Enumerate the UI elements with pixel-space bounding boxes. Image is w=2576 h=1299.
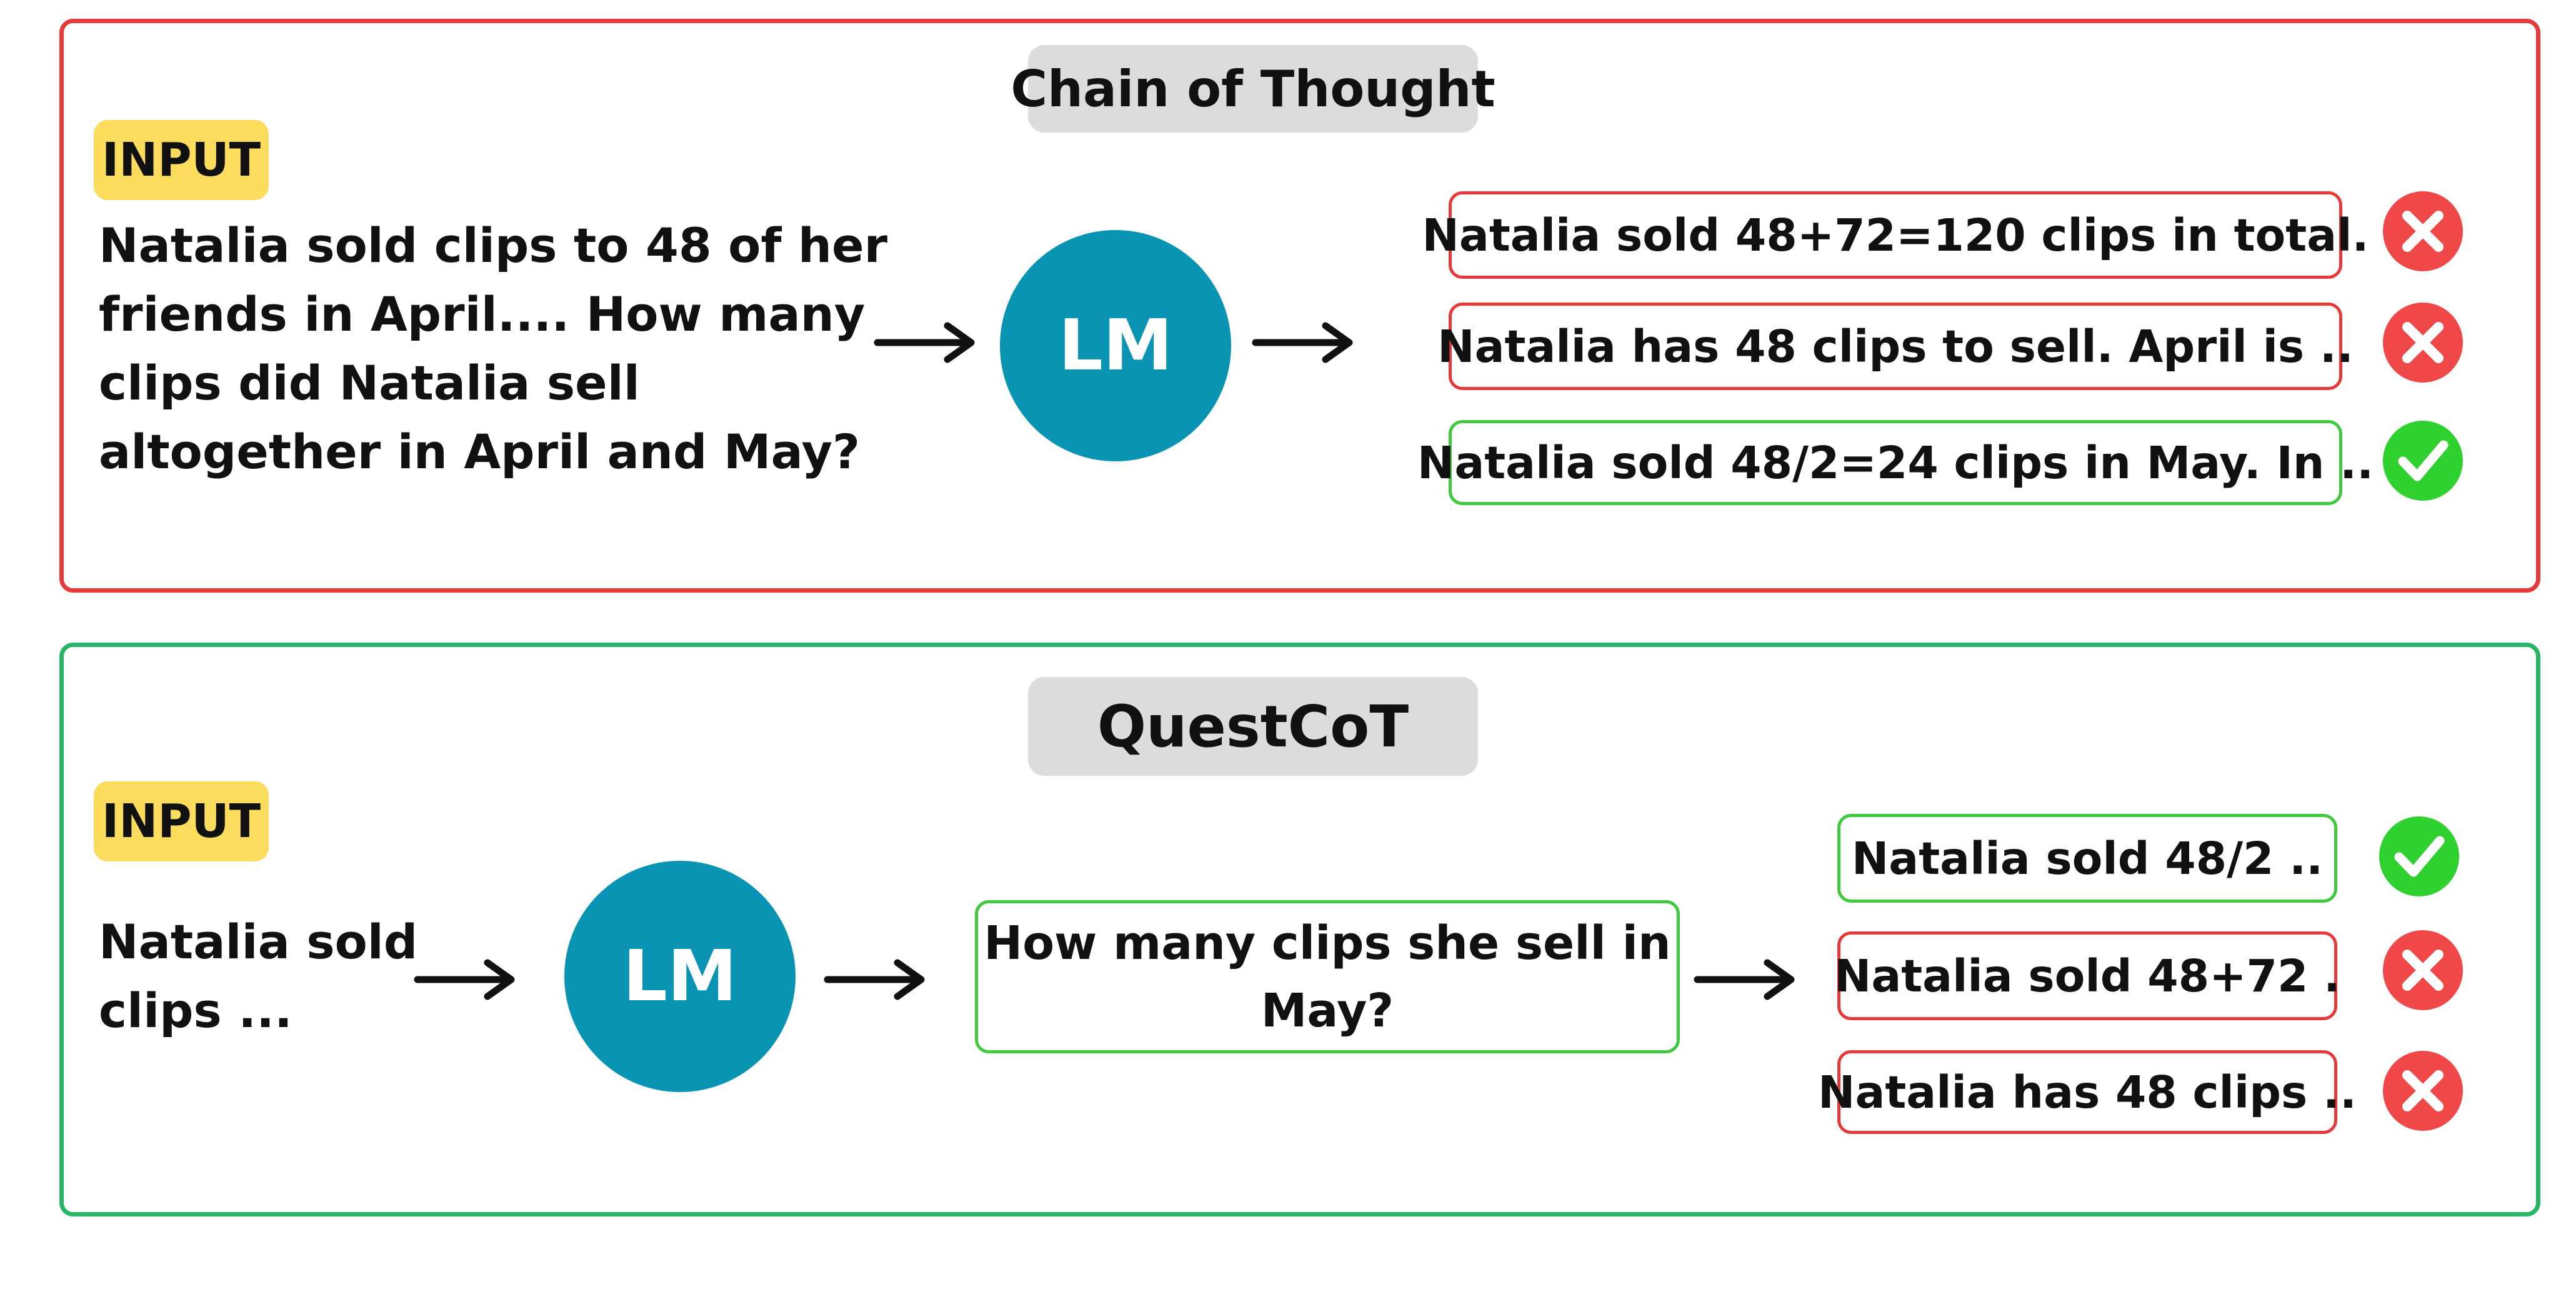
cot-lm-node: LM — [1000, 230, 1231, 461]
questcot-question-line: clips ... — [99, 983, 292, 1038]
questcot-input-badge: INPUT — [94, 781, 269, 861]
questcot-output-2: Natalia sold 48+72 . — [1834, 931, 2340, 1020]
check-icon — [2379, 816, 2460, 897]
questcot-panel — [59, 643, 2540, 1216]
cot-output-3: Natalia sold 48/2=24 clips in May. In .. — [1417, 420, 2374, 505]
cot-question-line: clips did Natalia sell — [99, 355, 640, 411]
arrow-right-icon — [1252, 321, 1358, 364]
arrow-right-icon — [414, 958, 520, 1001]
cot-output-2: Natalia has 48 clips to sell. April is .… — [1437, 303, 2354, 390]
cot-question-line: altogether in April and May? — [99, 424, 861, 479]
sub-question-line: May? — [1261, 983, 1394, 1038]
chain-of-thought-panel — [59, 19, 2540, 593]
check-icon — [2382, 420, 2464, 501]
cot-question-line: Natalia sold clips to 48 of her — [99, 218, 888, 273]
cross-icon — [2382, 191, 2464, 272]
questcot-lm-node: LM — [564, 861, 796, 1092]
questcot-output-1: Natalia sold 48/2 .. — [1837, 814, 2337, 903]
arrow-right-icon — [1694, 958, 1800, 1001]
cot-question-text: Natalia sold clips to 48 of her friends … — [99, 211, 887, 486]
cot-question-line: friends in April.... How many — [99, 286, 866, 342]
questcot-output-3: Natalia has 48 clips .. — [1818, 1050, 2357, 1134]
arrow-right-icon — [874, 321, 980, 364]
cot-output-1: Natalia sold 48+72=120 clips in total. — [1422, 191, 2369, 279]
cross-icon — [2382, 930, 2464, 1011]
questcot-title: QuestCoT — [1028, 677, 1478, 776]
questcot-question-text: Natalia sold clips ... — [99, 908, 417, 1045]
cross-icon — [2382, 1050, 2464, 1131]
arrow-right-icon — [824, 958, 930, 1001]
questcot-question-line: Natalia sold — [99, 914, 418, 970]
cross-icon — [2382, 302, 2464, 383]
questcot-sub-question-box: How many clips she sell in May? — [975, 900, 1680, 1053]
cot-input-badge: INPUT — [94, 120, 269, 200]
sub-question-line: How many clips she sell in — [984, 916, 1671, 970]
cot-title: Chain of Thought — [1011, 45, 1495, 133]
